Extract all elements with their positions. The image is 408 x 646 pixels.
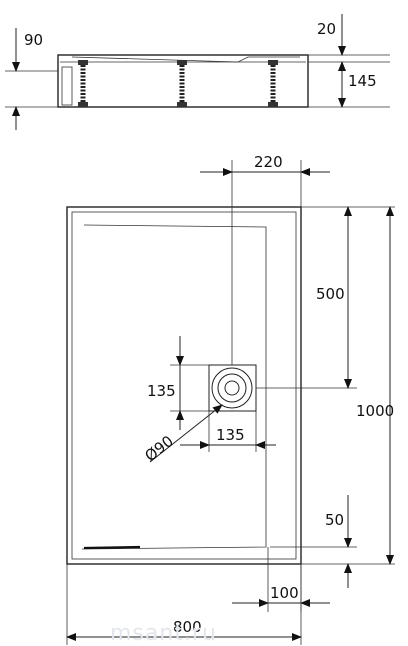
side-view-leg-right	[268, 60, 278, 107]
dim-edge-offset: 100	[270, 584, 299, 602]
side-view-leg-middle	[177, 60, 187, 107]
dim-drain-offset-x: 220	[254, 153, 283, 171]
dim-side-rim: 20	[317, 20, 336, 38]
dim-rim-width: 50	[325, 511, 344, 529]
dim-side-height-total: 90	[24, 31, 43, 49]
watermark: msant.ru	[110, 621, 217, 646]
top-view-basin-slope-top	[81, 224, 267, 550]
dim-width: 800	[173, 618, 202, 636]
top-view-basin-slope-bottom	[83, 545, 141, 550]
dim-drain-size-v: 135	[147, 382, 176, 400]
top-view: 220 500 1000 135 135 Ø90	[66, 153, 395, 645]
side-view-leg-left	[78, 60, 88, 107]
dim-length: 1000	[356, 402, 394, 420]
side-view-left-frame	[61, 66, 73, 106]
side-view-slope-line	[71, 56, 300, 63]
dim-drain-offset-y: 500	[316, 285, 345, 303]
drain-inner-ring	[217, 373, 247, 403]
top-view-inner-basin	[71, 211, 297, 560]
drain-center	[224, 380, 240, 396]
dim-drain-size-h: 135	[216, 426, 245, 444]
top-view-tray-outline	[66, 206, 302, 565]
drain-outer-ring	[211, 367, 253, 409]
dim-side-base: 145	[348, 72, 377, 90]
side-view: 90 20 145	[5, 14, 390, 130]
